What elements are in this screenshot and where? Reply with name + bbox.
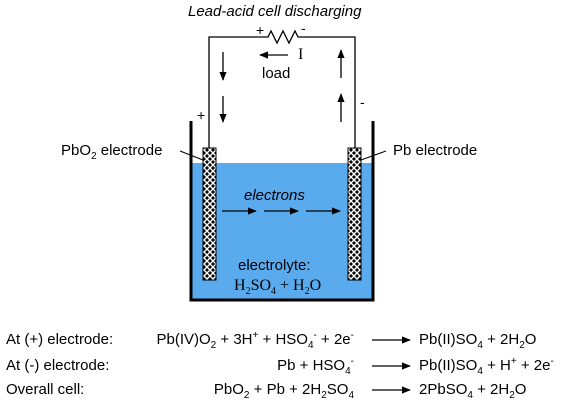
- equation-token: +: [510, 356, 517, 367]
- equation-token: 2: [210, 340, 217, 351]
- equation-token: Pb(IV)O: [156, 331, 211, 348]
- equation-rhs-overall: 2PbSO4 + 2H2O: [419, 381, 527, 401]
- equation-token: -: [313, 330, 317, 341]
- equation-rhs-negative: Pb(II)SO4 + H+ + 2e-: [419, 356, 554, 377]
- equation-token: 4: [348, 390, 354, 401]
- resistor-plus-label: +: [256, 22, 265, 38]
- terminal-plus-label: +: [197, 107, 206, 123]
- equation-token: + 2e: [516, 357, 551, 374]
- equation-token: 4: [477, 366, 483, 377]
- equation-lhs-negative: Pb + HSO4-: [277, 356, 354, 377]
- container: [189, 121, 375, 302]
- current-label: I: [298, 46, 304, 63]
- equation-label-positive: At (+) electrode:: [6, 331, 114, 348]
- equation-token: -: [350, 330, 354, 341]
- equation-token: O: [514, 381, 527, 398]
- pb-leader: [360, 150, 387, 161]
- resistor-minus-label: -: [301, 20, 306, 36]
- equation-token: -: [350, 356, 354, 367]
- equation-lhs-overall: PbO2 + Pb + 2H2SO4: [213, 381, 354, 401]
- equation-token: +: [252, 330, 259, 341]
- electrons-label: electrons: [244, 187, 305, 204]
- equation-token: + 2e: [316, 331, 351, 348]
- equation-token: 2: [519, 340, 525, 351]
- equation-token: PbO: [213, 381, 244, 398]
- equation-token: 2: [321, 390, 327, 401]
- equation-label-negative: At (-) electrode:: [6, 357, 110, 374]
- diagram-title: Lead-acid cell discharging: [188, 3, 362, 20]
- left-wire: [208, 36, 262, 148]
- equation-token: + 3H: [216, 331, 253, 348]
- equation-token: + Pb + 2H: [249, 381, 322, 398]
- equation-lhs-positive: Pb(IV)O2 + 3H+ + HSO4- + 2e-: [156, 330, 354, 351]
- equation-token: + H: [482, 357, 511, 374]
- equation-token: Pb(II)SO: [419, 331, 478, 348]
- electrolyte-label: electrolyte:: [238, 257, 311, 274]
- equation-rhs-positive: Pb(II)SO4 + 2H2O: [419, 331, 537, 351]
- equation-token: + 2H: [472, 381, 510, 398]
- terminal-minus-label: -: [360, 94, 365, 110]
- right-wire: [302, 36, 356, 148]
- equation-token: 2: [509, 390, 515, 401]
- electrolyte-formula: H2SO4 + H2O: [234, 277, 322, 298]
- resistor-icon: [262, 29, 302, 45]
- equation-token: + 2H: [482, 331, 520, 348]
- equation-label-overall: Overall cell:: [6, 381, 85, 398]
- equation-token: 2: [243, 390, 250, 401]
- pb-electrode: [347, 147, 362, 281]
- equation-token: Pb + HSO: [277, 357, 346, 374]
- equation-token: 4: [477, 340, 483, 351]
- equation-token: -: [550, 356, 554, 367]
- pbo2-electrode: [202, 147, 217, 281]
- pbo2-electrode-label: PbO2 electrode: [61, 142, 163, 162]
- pb-electrode-label: Pb electrode: [393, 142, 478, 159]
- equation-token: + HSO: [258, 331, 308, 348]
- equation-token: O: [524, 331, 537, 348]
- electrolyte: [192, 163, 372, 300]
- load-label: load: [262, 65, 291, 82]
- equation-token: 4: [307, 340, 314, 351]
- equation-token: 4: [467, 390, 473, 401]
- equation-token: 2PbSO: [419, 381, 468, 398]
- pbo2-leader: [179, 150, 204, 161]
- equation-token: Pb(II)SO: [419, 357, 478, 374]
- equation-token: 4: [345, 366, 351, 377]
- equation-token: SO: [326, 381, 349, 398]
